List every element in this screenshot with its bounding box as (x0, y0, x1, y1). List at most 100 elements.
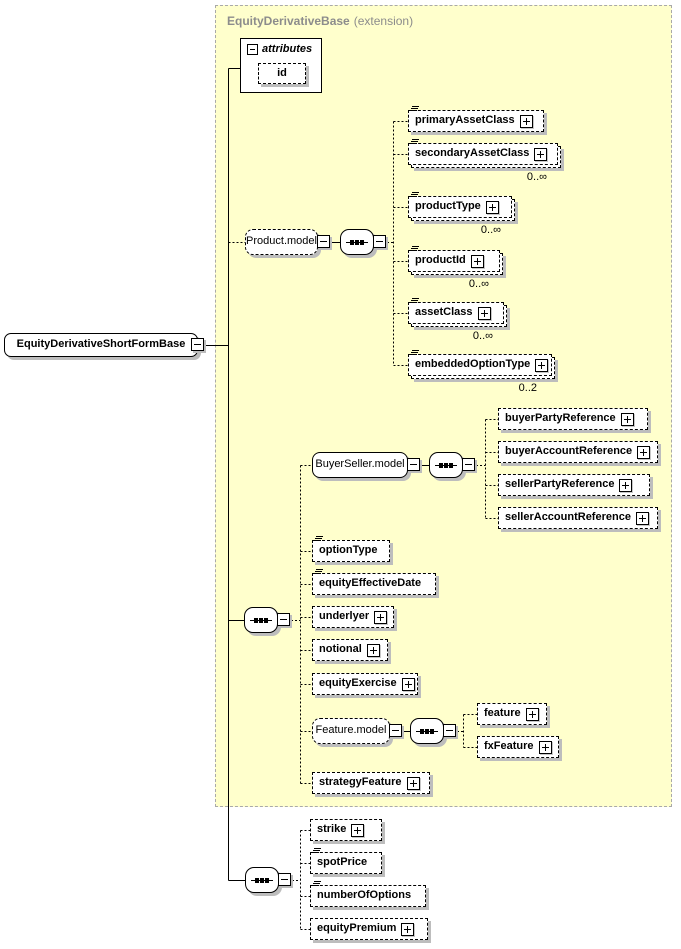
element-equityEffectiveDate[interactable]: equityEffectiveDate (312, 569, 436, 595)
collapse-icon[interactable] (278, 873, 291, 886)
element-strategyFeature[interactable]: strategyFeature (312, 772, 430, 794)
expand-icon[interactable] (406, 776, 420, 790)
text-lines-icon (312, 848, 321, 855)
element-label: equityEffectiveDate (319, 577, 422, 589)
expand-icon[interactable] (525, 707, 539, 721)
attribute-id[interactable]: id (258, 63, 306, 84)
occurs-label: 0..∞ (468, 278, 489, 290)
expand-icon[interactable] (635, 511, 649, 525)
expand-icon[interactable] (485, 200, 499, 214)
element-optionType[interactable]: optionType (312, 536, 390, 562)
element-label: productId (415, 254, 466, 266)
element-embeddedOptionType[interactable]: embeddedOptionType 0..2 (408, 350, 552, 394)
model-group-label: BuyerSeller.model (315, 458, 405, 470)
collapse-icon[interactable] (373, 235, 386, 248)
model-group-label: Product.model (246, 235, 317, 247)
element-productId[interactable]: productId 0..∞ (408, 246, 500, 290)
element-label: fxFeature (484, 740, 534, 752)
text-lines-icon (410, 106, 419, 113)
element-spotPrice[interactable]: spotPrice (310, 848, 382, 874)
sequence-icon (250, 617, 272, 624)
element-label: embeddedOptionType (415, 358, 531, 370)
element-label: assetClass (415, 306, 473, 318)
attribute-label: id (277, 66, 287, 79)
element-label: underlyer (319, 610, 370, 622)
expand-icon[interactable] (366, 643, 380, 657)
model-group-buyerSeller[interactable]: BuyerSeller.model (312, 452, 420, 478)
element-equityPremium[interactable]: equityPremium (310, 918, 428, 940)
text-lines-icon (314, 536, 323, 543)
sequence-icon (251, 877, 273, 884)
element-underlyer[interactable]: underlyer (312, 606, 394, 628)
attributes-panel[interactable]: attributes id (240, 38, 322, 93)
occurs-label: 0..∞ (526, 171, 547, 183)
sequence-compositor-buyerSeller[interactable] (429, 452, 475, 478)
element-notional[interactable]: notional (312, 639, 388, 661)
element-label: primaryAssetClass (415, 114, 515, 126)
element-primaryAssetClass[interactable]: primaryAssetClass (408, 106, 544, 132)
sequence-compositor-feature[interactable] (410, 718, 456, 744)
element-fxFeature[interactable]: fxFeature (477, 736, 559, 758)
model-group-product[interactable]: Product.model (245, 229, 330, 255)
collapse-icon[interactable] (407, 458, 420, 471)
collapse-icon[interactable] (443, 724, 456, 737)
element-label: equityExercise (319, 677, 397, 689)
collapse-icon[interactable] (191, 338, 204, 351)
expand-icon[interactable] (401, 922, 415, 936)
text-lines-icon (410, 298, 419, 305)
element-label: sellerPartyReference (505, 478, 615, 490)
extension-title: EquityDerivativeBase(extension) (227, 14, 413, 28)
collapse-icon[interactable] (277, 613, 290, 626)
collapse-icon[interactable] (247, 44, 258, 55)
model-group-label: Feature.model (315, 724, 387, 736)
expand-icon[interactable] (351, 823, 365, 837)
expand-icon[interactable] (620, 412, 634, 426)
element-sellerPartyReference[interactable]: sellerPartyReference (498, 474, 650, 496)
sequence-compositor-product[interactable] (340, 229, 386, 255)
element-strike[interactable]: strike (310, 819, 382, 841)
text-lines-icon (410, 139, 419, 146)
text-lines-icon (410, 192, 419, 199)
element-equityExercise[interactable]: equityExercise (312, 673, 418, 695)
element-label: spotPrice (317, 856, 368, 868)
expand-icon[interactable] (538, 740, 552, 754)
element-label: numberOfOptions (317, 889, 412, 901)
sequence-icon (346, 239, 368, 246)
expand-icon[interactable] (637, 445, 651, 459)
expand-icon[interactable] (374, 610, 388, 624)
element-numberOfOptions[interactable]: numberOfOptions (310, 881, 426, 907)
sequence-compositor-main[interactable] (244, 607, 290, 633)
element-buyerPartyReference[interactable]: buyerPartyReference (498, 408, 648, 430)
occurs-label: 0..∞ (472, 330, 493, 342)
expand-icon[interactable] (619, 478, 633, 492)
element-secondaryAssetClass[interactable]: secondaryAssetClass 0..∞ (408, 139, 558, 183)
expand-icon[interactable] (535, 358, 549, 372)
element-sellerAccountReference[interactable]: sellerAccountReference (498, 507, 658, 529)
element-productType[interactable]: productType 0..∞ (408, 192, 512, 236)
element-label: secondaryAssetClass (415, 147, 530, 159)
root-element-label: EquityDerivativeShortFormBase (16, 338, 186, 350)
model-group-feature[interactable]: Feature.model (312, 718, 402, 744)
expand-icon[interactable] (477, 306, 491, 320)
expand-icon[interactable] (470, 254, 484, 268)
expand-icon[interactable] (519, 114, 533, 128)
occurs-label: 0..2 (518, 382, 537, 394)
expand-icon[interactable] (401, 677, 415, 691)
sequence-compositor-local[interactable] (245, 867, 291, 893)
collapse-icon[interactable] (389, 724, 402, 737)
collapse-icon[interactable] (462, 458, 475, 471)
text-lines-icon (314, 569, 323, 576)
expand-icon[interactable] (534, 147, 548, 161)
element-assetClass[interactable]: assetClass 0..∞ (408, 298, 504, 342)
extension-container: EquityDerivativeBase(extension) (215, 5, 672, 807)
element-label: feature (484, 707, 521, 719)
element-feature[interactable]: feature (477, 703, 547, 725)
collapse-icon[interactable] (317, 235, 330, 248)
root-element[interactable]: EquityDerivativeShortFormBase (4, 333, 204, 357)
element-label: sellerAccountReference (505, 511, 631, 523)
element-label: strategyFeature (319, 776, 402, 788)
element-buyerAccountReference[interactable]: buyerAccountReference (498, 441, 658, 463)
text-lines-icon (410, 246, 419, 253)
